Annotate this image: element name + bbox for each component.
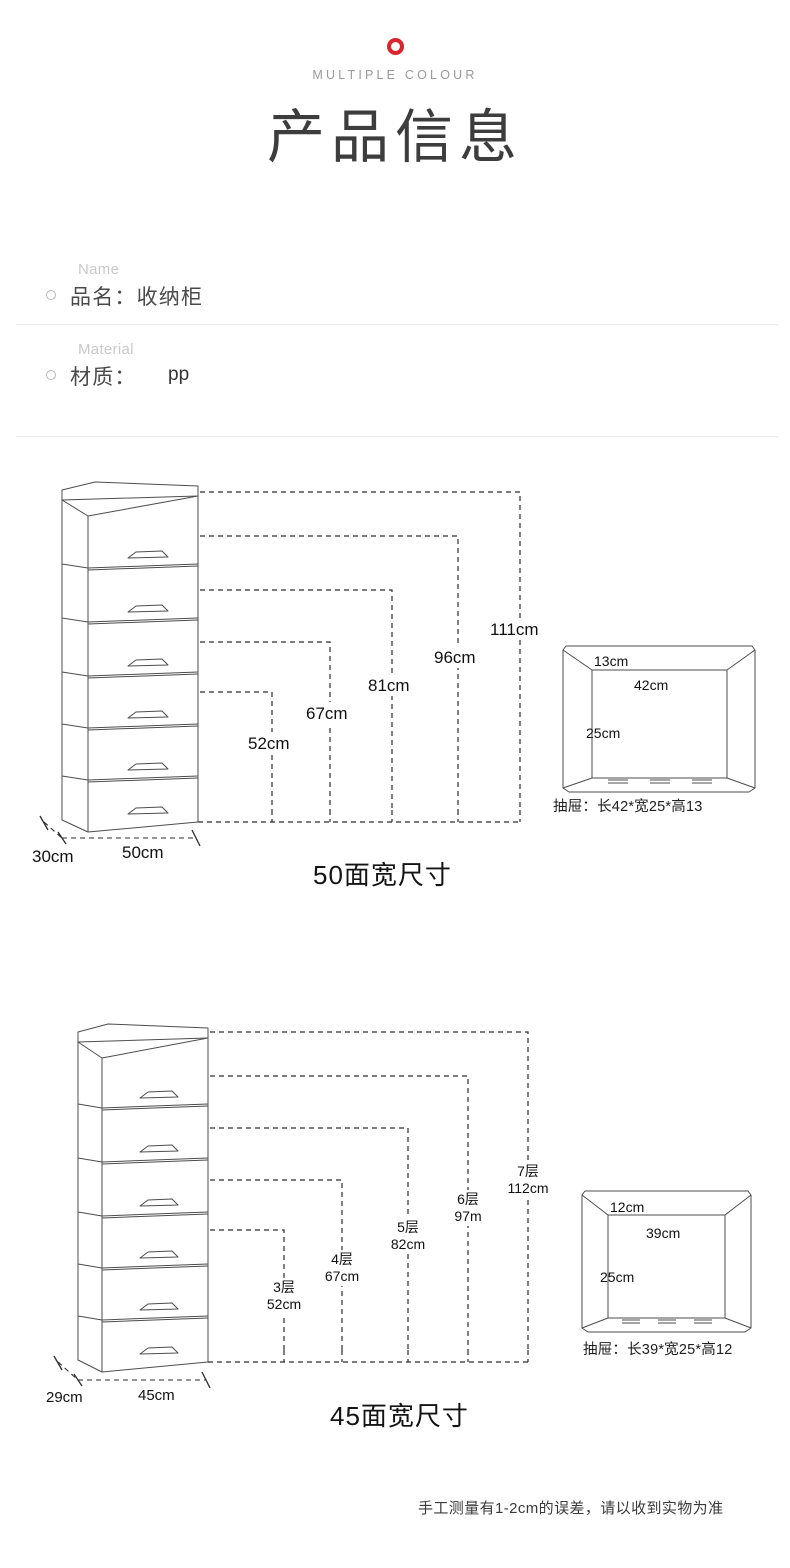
diagram-45-svg: 3层 52cm 4层 67cm 5层 82cm 6层 97m 7层 112cm … — [46, 1023, 752, 1406]
drawer-width-label-25: 25cm — [600, 1269, 634, 1285]
info-value-material: pp — [168, 364, 190, 385]
drawer-caption-50: 抽屉：长42*宽25*高13 — [553, 799, 703, 815]
drawer-length-label-42: 42cm — [634, 677, 668, 693]
info-label-cn-material: 材质： — [70, 366, 137, 389]
info-label-eng-name: Name — [78, 261, 120, 278]
diagram-50-width: 52cm 67cm 81cm 96cm 111cm 30cm 50cm — [0, 470, 790, 910]
height-label-96: 96cm — [434, 648, 476, 667]
height-label-111: 111cm — [490, 620, 539, 639]
tier-label-7: 7层 — [517, 1163, 539, 1179]
page-header: MULTIPLE COLOUR 产品信息 — [0, 0, 790, 169]
red-ring-icon — [386, 38, 404, 55]
depth-label-30: 30cm — [32, 847, 74, 866]
measurement-disclaimer: 手工测量有1-2cm的误差，请以收到实物为准 — [418, 1500, 724, 1517]
tier-height-3: 52cm — [267, 1296, 301, 1312]
height-label-81: 81cm — [368, 676, 410, 695]
page-title: 产品信息 — [266, 105, 523, 170]
info-row-material: Material 材质： pp — [0, 328, 790, 408]
width-label-50: 50cm — [122, 843, 164, 862]
tier-height-4: 67cm — [325, 1268, 359, 1284]
tier-label-3: 3层 — [273, 1279, 295, 1295]
depth-label-29: 29cm — [46, 1389, 83, 1406]
info-row-name: Name 品名：收纳柜 — [0, 248, 790, 328]
tier-label-4: 4层 — [331, 1251, 353, 1267]
caption-50-width: 50面宽尺寸 — [313, 860, 452, 890]
diagram-50-svg: 52cm 67cm 81cm 96cm 111cm 30cm 50cm — [32, 481, 756, 866]
tier-label-6: 6层 — [457, 1191, 479, 1207]
caption-45-width: 45面宽尺寸 — [330, 1401, 469, 1431]
product-info-list: Name 品名：收纳柜 Material 材质： pp — [0, 248, 790, 437]
info-label-cn-name: 品名：收纳柜 — [70, 286, 204, 309]
height-label-67: 67cm — [306, 704, 348, 723]
divider — [16, 436, 778, 437]
height-label-52: 52cm — [248, 734, 290, 753]
drawer-length-label-39: 39cm — [646, 1225, 680, 1241]
page-subtitle: MULTIPLE COLOUR — [312, 68, 478, 82]
bullet-icon — [46, 370, 56, 380]
info-label-eng-material: Material — [78, 341, 134, 358]
drawer-caption-45: 抽屉：长39*宽25*高12 — [583, 1342, 733, 1358]
tier-height-6: 97m — [454, 1208, 481, 1224]
diagram-45-width: 3层 52cm 4层 67cm 5层 82cm 6层 97m 7层 112cm … — [0, 1010, 790, 1465]
bullet-icon — [46, 290, 56, 300]
width-label-45: 45cm — [138, 1387, 175, 1404]
tier-height-5: 82cm — [391, 1236, 425, 1252]
drawer-depth-label-12: 12cm — [610, 1199, 644, 1215]
divider — [16, 324, 778, 325]
tier-height-7: 112cm — [508, 1180, 549, 1196]
drawer-depth-label-13: 13cm — [594, 653, 628, 669]
tier-label-5: 5层 — [397, 1219, 419, 1235]
drawer-width-label-25: 25cm — [586, 725, 620, 741]
